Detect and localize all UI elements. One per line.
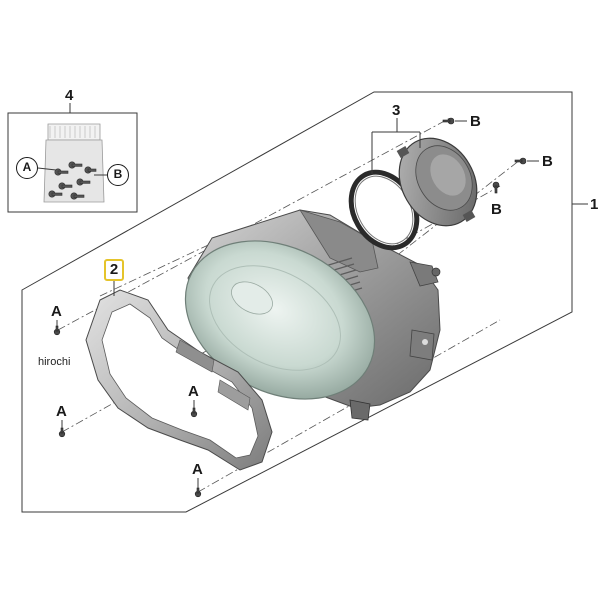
callout-3: 3 — [392, 102, 401, 119]
screw-b-label-3: B — [491, 201, 502, 218]
callout-4: 4 — [65, 87, 74, 104]
screw-b-leaders — [455, 120, 539, 162]
screw-a-leaders — [56, 320, 199, 488]
kit-label-a-circle: A — [16, 157, 38, 179]
lens-inner-ring — [209, 265, 341, 371]
kit-label-b-circle: B — [107, 164, 129, 186]
watermark-text: hirochi — [38, 356, 71, 368]
cover-cap — [396, 137, 478, 227]
screw-a-group — [53, 325, 202, 498]
lens-reflector — [231, 281, 273, 315]
callout-leaders-3 — [371, 118, 421, 174]
screw-a-label-1: A — [51, 303, 62, 320]
screw-a-label-2: A — [56, 403, 67, 420]
screw-b-label-1: B — [470, 113, 481, 130]
screw-b-label-2: B — [542, 153, 553, 170]
screw-a-label-4: A — [192, 461, 203, 478]
callout-2-highlighted: 2 — [104, 259, 124, 281]
screw-a-label-3: A — [188, 383, 199, 400]
trim-frame — [85, 289, 273, 471]
callout-1: 1 — [590, 196, 599, 213]
screw-kit-bag — [37, 123, 107, 203]
screw-b-group — [442, 117, 527, 194]
assembly-outline — [21, 91, 573, 513]
